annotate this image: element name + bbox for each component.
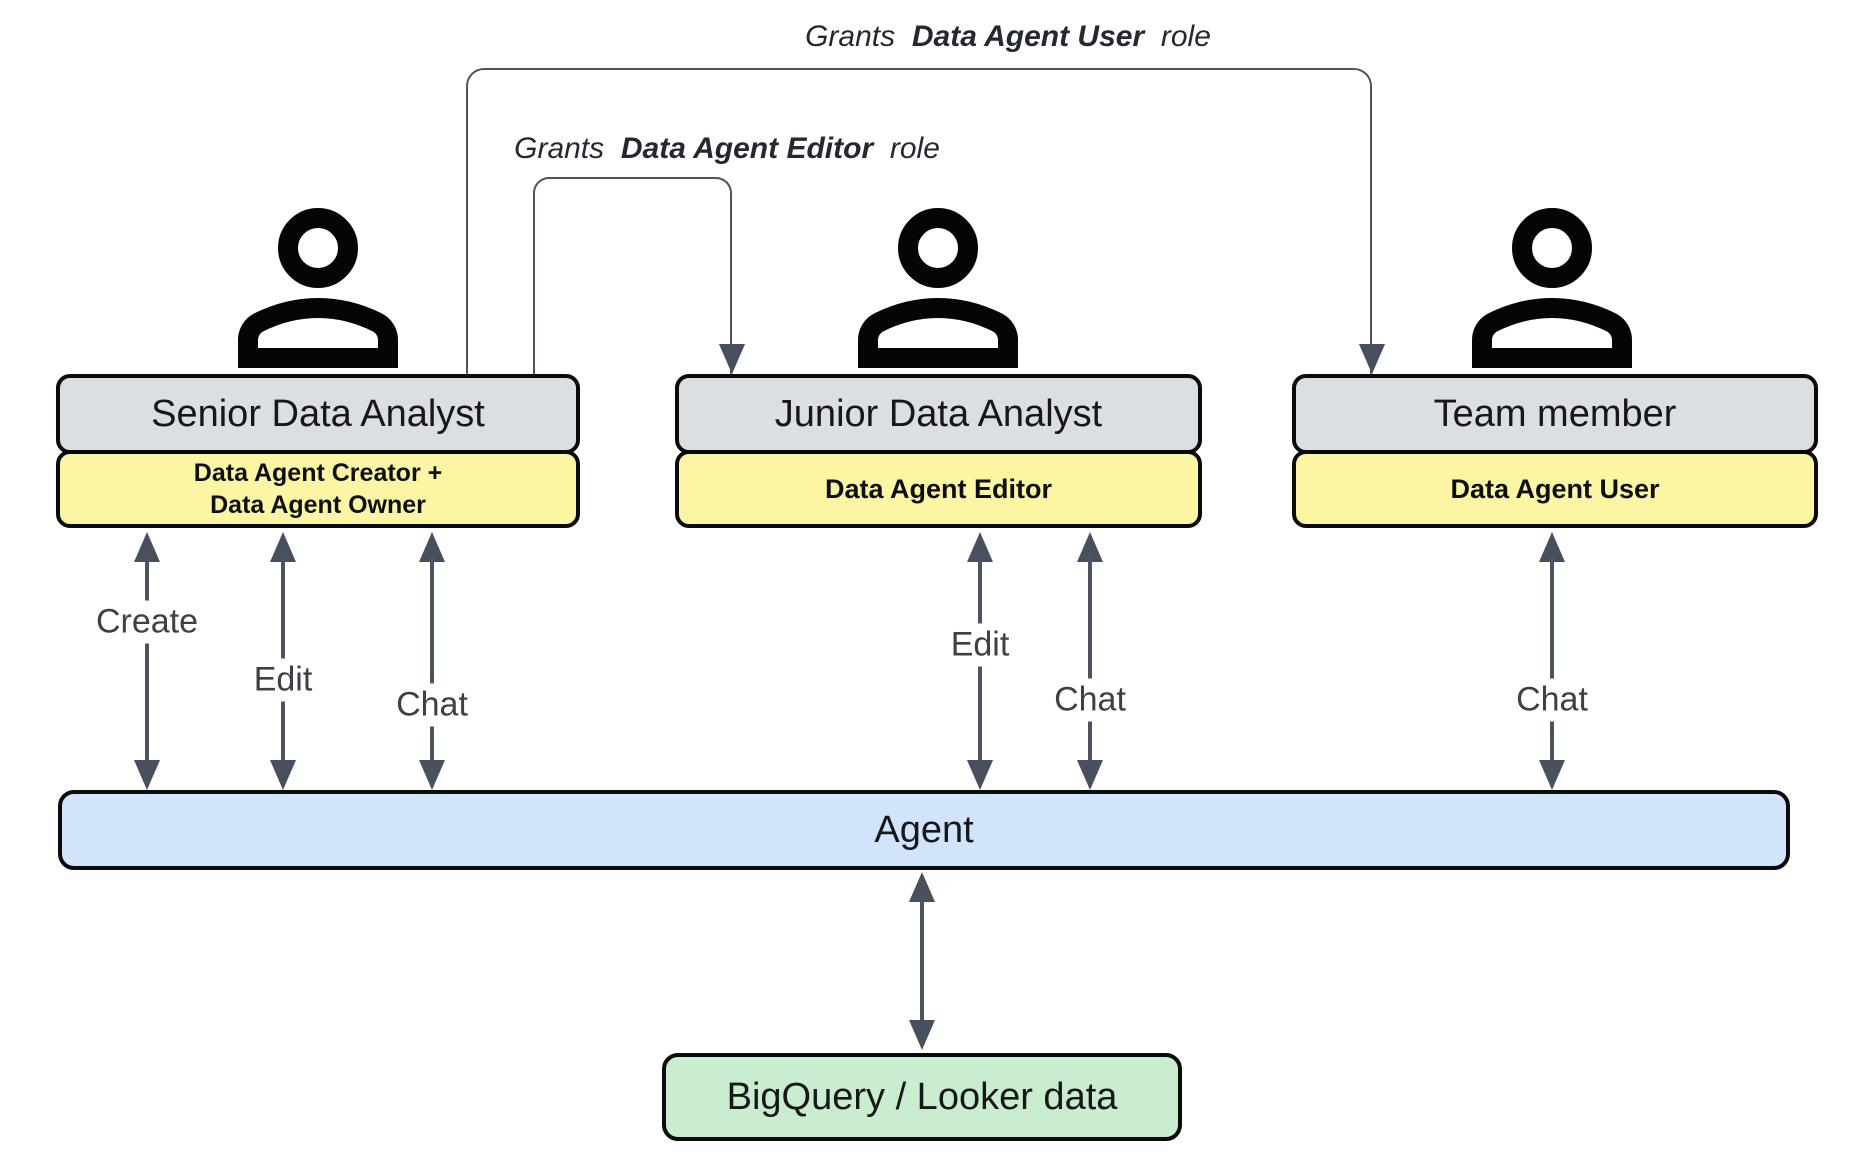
flow-label-junior-chat: Chat	[1045, 678, 1135, 722]
person-icon-team	[1472, 208, 1632, 368]
senior-title: Senior Data Analyst	[151, 392, 485, 435]
senior-role-box: Data Agent Creator + Data Agent Owner	[56, 450, 580, 528]
grant-user-prefix: Grants	[805, 20, 896, 53]
grant-editor-connector	[533, 177, 732, 374]
arrowhead-down	[134, 760, 160, 790]
junior-role-box: Data Agent Editor	[675, 450, 1202, 528]
arrowhead-down	[1077, 760, 1103, 790]
flow-label-senior-edit: Edit	[244, 658, 322, 702]
person-icon-junior	[858, 208, 1018, 368]
arrowhead-down	[270, 760, 296, 790]
arrow-shaft	[145, 557, 149, 765]
arrow-shaft	[430, 557, 434, 765]
senior-role-line-2: Data Agent Owner	[210, 491, 426, 519]
junior-title: Junior Data Analyst	[774, 392, 1103, 435]
arrow-shaft	[1550, 557, 1554, 765]
senior-role-line-1: Data Agent Creator +	[193, 459, 443, 487]
grant-editor-suffix: role	[889, 132, 940, 165]
junior-title-box: Junior Data Analyst	[675, 374, 1202, 454]
person-icon-senior	[238, 208, 398, 368]
flow-label-senior-create: Create	[86, 600, 208, 644]
flow-label-team-chat: Chat	[1507, 678, 1597, 722]
flow-label-junior-edit: Edit	[941, 623, 1019, 667]
datastore-box: BigQuery / Looker data	[662, 1053, 1182, 1141]
junior-role-line-1: Data Agent Editor	[824, 473, 1052, 504]
grant-editor-arrowhead	[719, 344, 745, 374]
agent-bar: Agent	[58, 790, 1790, 870]
flow-label-senior-chat: Chat	[387, 683, 477, 727]
team-role-line-1: Data Agent User	[1450, 473, 1660, 504]
grant-user-connector	[466, 68, 1372, 374]
datastore-label: BigQuery / Looker data	[726, 1075, 1118, 1118]
grant-user-arrowhead	[1359, 344, 1385, 374]
arrowhead-down	[909, 1020, 935, 1050]
arrowhead-down	[1539, 760, 1565, 790]
grant-user-role: Data Agent User	[911, 20, 1145, 53]
team-title: Team member	[1433, 392, 1677, 435]
grant-user-label: Grants Data Agent User role	[805, 20, 1211, 54]
arrowhead-down	[967, 760, 993, 790]
team-title-box: Team member	[1292, 374, 1818, 454]
grant-editor-role: Data Agent Editor	[620, 132, 874, 165]
arrow-shaft	[920, 897, 924, 1025]
agent-label: Agent	[874, 808, 974, 851]
grant-editor-label: Grants Data Agent Editor role	[514, 132, 940, 166]
senior-title-box: Senior Data Analyst	[56, 374, 580, 454]
arrowhead-down	[419, 760, 445, 790]
arrow-shaft	[1088, 557, 1092, 765]
grant-user-suffix: role	[1160, 20, 1211, 53]
grant-editor-prefix: Grants	[514, 132, 605, 165]
team-role-box: Data Agent User	[1292, 450, 1818, 528]
